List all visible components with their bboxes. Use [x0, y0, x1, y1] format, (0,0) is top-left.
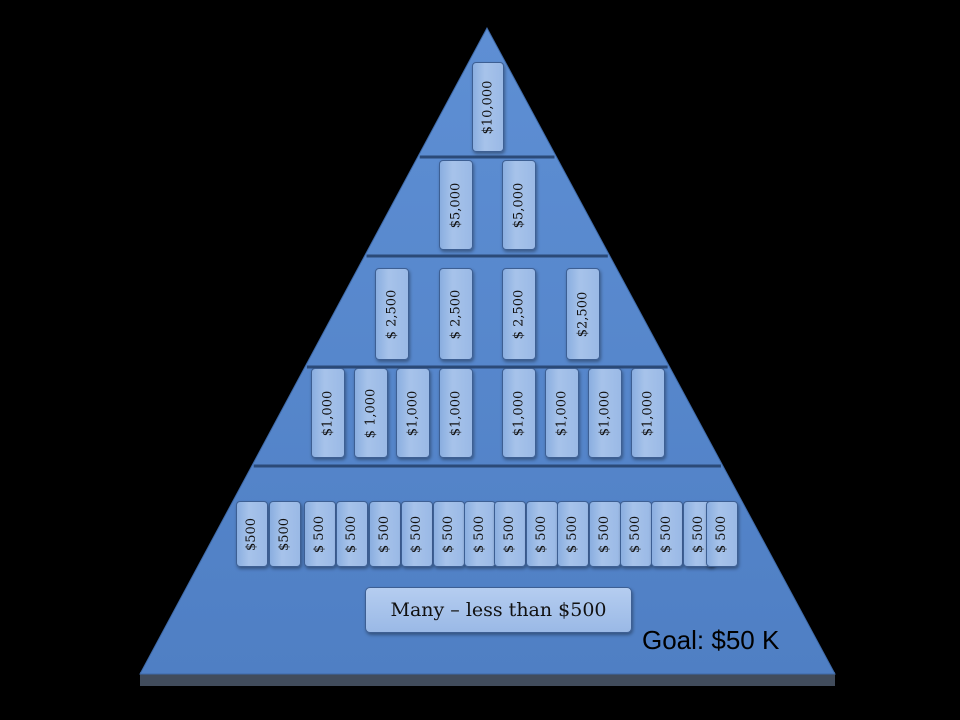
gift-amount-label: $ 500: [628, 515, 644, 553]
gift-amount-label: $ 500: [659, 515, 675, 553]
gift-block-tier5: $ 500: [464, 501, 496, 567]
gift-block-tier4: $ 1,000: [354, 368, 388, 458]
gift-amount-label: $10,000: [480, 80, 496, 134]
gift-amount-label: $1,000: [511, 390, 527, 436]
gift-block-tier5: $ 500: [304, 501, 336, 567]
gift-amount-label: $1,000: [320, 390, 336, 436]
gift-amount-label: $1,000: [554, 390, 570, 436]
gift-block-tier3: $2,500: [566, 268, 600, 360]
gift-block-tier5: $ 500: [433, 501, 465, 567]
gift-amount-label: $1,000: [405, 390, 421, 436]
gift-block-tier5: $500: [236, 501, 268, 567]
gift-amount-label: $ 500: [534, 515, 550, 553]
gift-amount-label: $ 2,500: [511, 289, 527, 339]
gift-block-tier4: $1,000: [631, 368, 665, 458]
gift-amount-label: $ 500: [714, 515, 730, 553]
base-note: Many – less than $500: [365, 587, 632, 633]
gift-block-tier5: $ 500: [401, 501, 433, 567]
gift-amount-label: $1,000: [597, 390, 613, 436]
goal-label: Goal: $50 K: [642, 625, 780, 655]
gift-block-tier4: $1,000: [545, 368, 579, 458]
gift-block-tier3: $ 2,500: [502, 268, 536, 360]
gift-block-tier5: $ 500: [589, 501, 621, 567]
gift-amount-label: $ 500: [344, 515, 360, 553]
gift-block-tier4: $1,000: [502, 368, 536, 458]
gift-block-tier2: $5,000: [439, 160, 473, 250]
gift-block-tier5: $ 500: [526, 501, 558, 567]
pyramid-base-shadow: [140, 672, 835, 686]
gift-block-tier5: $ 500: [557, 501, 589, 567]
gift-block-tier3: $ 2,500: [439, 268, 473, 360]
gift-block-tier5: $500: [269, 501, 301, 567]
gift-amount-label: $ 500: [441, 515, 457, 553]
gift-block-tier5: $ 500: [706, 501, 738, 567]
gift-block-tier5: $ 500: [369, 501, 401, 567]
gift-amount-label: $500: [244, 517, 260, 551]
gift-amount-label: $ 500: [472, 515, 488, 553]
gift-amount-label: $1,000: [640, 390, 656, 436]
gift-block-tier4: $1,000: [396, 368, 430, 458]
gift-block-tier3: $ 2,500: [375, 268, 409, 360]
gift-amount-label: $1,000: [448, 390, 464, 436]
gift-amount-label: $ 500: [312, 515, 328, 553]
gift-amount-label: $ 500: [409, 515, 425, 553]
gift-amount-label: $500: [277, 517, 293, 551]
gift-block-tier5: $ 500: [651, 501, 683, 567]
gift-amount-label: $2,500: [575, 291, 591, 337]
gift-block-tier2: $5,000: [502, 160, 536, 250]
gift-amount-label: $ 500: [377, 515, 393, 553]
gift-block-tier4: $1,000: [588, 368, 622, 458]
gift-amount-label: $ 500: [597, 515, 613, 553]
gift-amount-label: $ 1,000: [363, 388, 379, 438]
gift-amount-label: $ 2,500: [448, 289, 464, 339]
gift-block-tier5: $ 500: [494, 501, 526, 567]
gift-block-tier1: $10,000: [472, 62, 504, 152]
gift-amount-label: $ 2,500: [384, 289, 400, 339]
gift-block-tier5: $ 500: [620, 501, 652, 567]
gift-amount-label: $ 500: [502, 515, 518, 553]
gift-block-tier4: $1,000: [311, 368, 345, 458]
gift-amount-label: $ 500: [565, 515, 581, 553]
gift-block-tier5: $ 500: [336, 501, 368, 567]
gift-amount-label: $5,000: [511, 182, 527, 228]
gift-amount-label: $5,000: [448, 182, 464, 228]
gift-block-tier4: $1,000: [439, 368, 473, 458]
gift-amount-label: $ 500: [691, 515, 707, 553]
